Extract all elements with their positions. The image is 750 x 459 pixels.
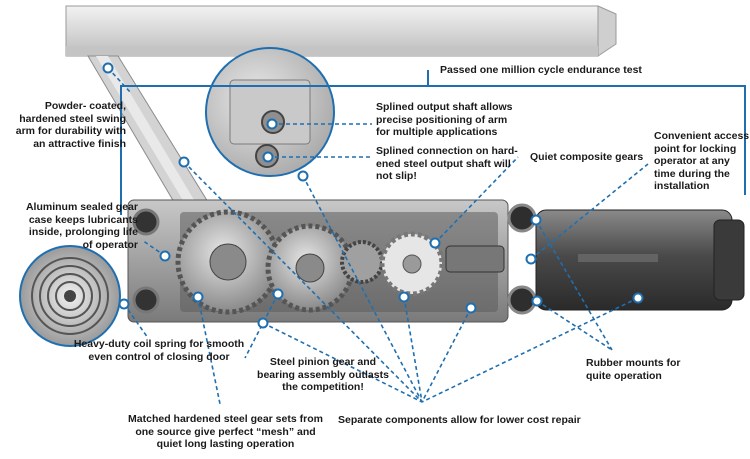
dot-pinion	[272, 288, 284, 300]
pinion-gear	[340, 240, 384, 284]
dot-separate-5	[465, 302, 477, 314]
output-shaft-zoom-inset	[205, 47, 335, 177]
composite-gear	[379, 231, 445, 297]
dot-separate-2	[297, 170, 309, 182]
dot-separate-6	[632, 292, 644, 304]
motor	[535, 209, 745, 311]
rubber-mounts-label: Rubber mounts for quite operation	[586, 357, 681, 382]
access-point-label: Convenient access point for locking oper…	[654, 130, 750, 192]
dot-quiet-gears	[429, 237, 441, 249]
gear-sets-label: Matched hardened steel gear sets from on…	[128, 413, 323, 450]
dot-mount-top	[530, 214, 542, 226]
swing-arm-label: Powder- coated, hardened steel swing arm…	[15, 100, 126, 150]
callout-dots	[102, 62, 644, 329]
quiet-gears-label: Quiet composite gears	[530, 151, 644, 163]
door-frame-rail	[65, 5, 617, 57]
dot-separate-4	[398, 291, 410, 303]
coil-spring-label: Heavy-duty coil spring for smooth even c…	[73, 338, 245, 363]
dot-gear-sets	[192, 291, 204, 303]
dot-separate-3	[257, 317, 269, 329]
coil-spring-inset	[19, 245, 121, 347]
dot-splined-connection	[262, 151, 274, 163]
splined-output-label: Splined output shaft allows precise posi…	[376, 101, 513, 138]
dot-gear-case	[159, 250, 171, 262]
worm-shaft	[445, 245, 505, 273]
dot-splined-output	[266, 118, 278, 130]
endurance-label: Passed one million cycle endurance test	[440, 64, 642, 76]
pinion-label: Steel pinion gear and bearing assembly o…	[257, 356, 389, 393]
separate-components-label: Separate components allow for lower cost…	[338, 414, 581, 426]
dot-coil-spring	[118, 298, 130, 310]
endurance-bracket	[120, 70, 746, 215]
gear-case-label: Aluminum sealed gear case keeps lubrican…	[25, 201, 138, 251]
splined-connection-label: Splined connection on hard- ened steel o…	[376, 145, 518, 182]
rubber-mounts	[507, 203, 537, 315]
dot-access-point	[525, 253, 537, 265]
dot-separate-1	[178, 156, 190, 168]
dot-swing-arm	[102, 62, 114, 74]
dot-mount-bottom	[531, 295, 543, 307]
